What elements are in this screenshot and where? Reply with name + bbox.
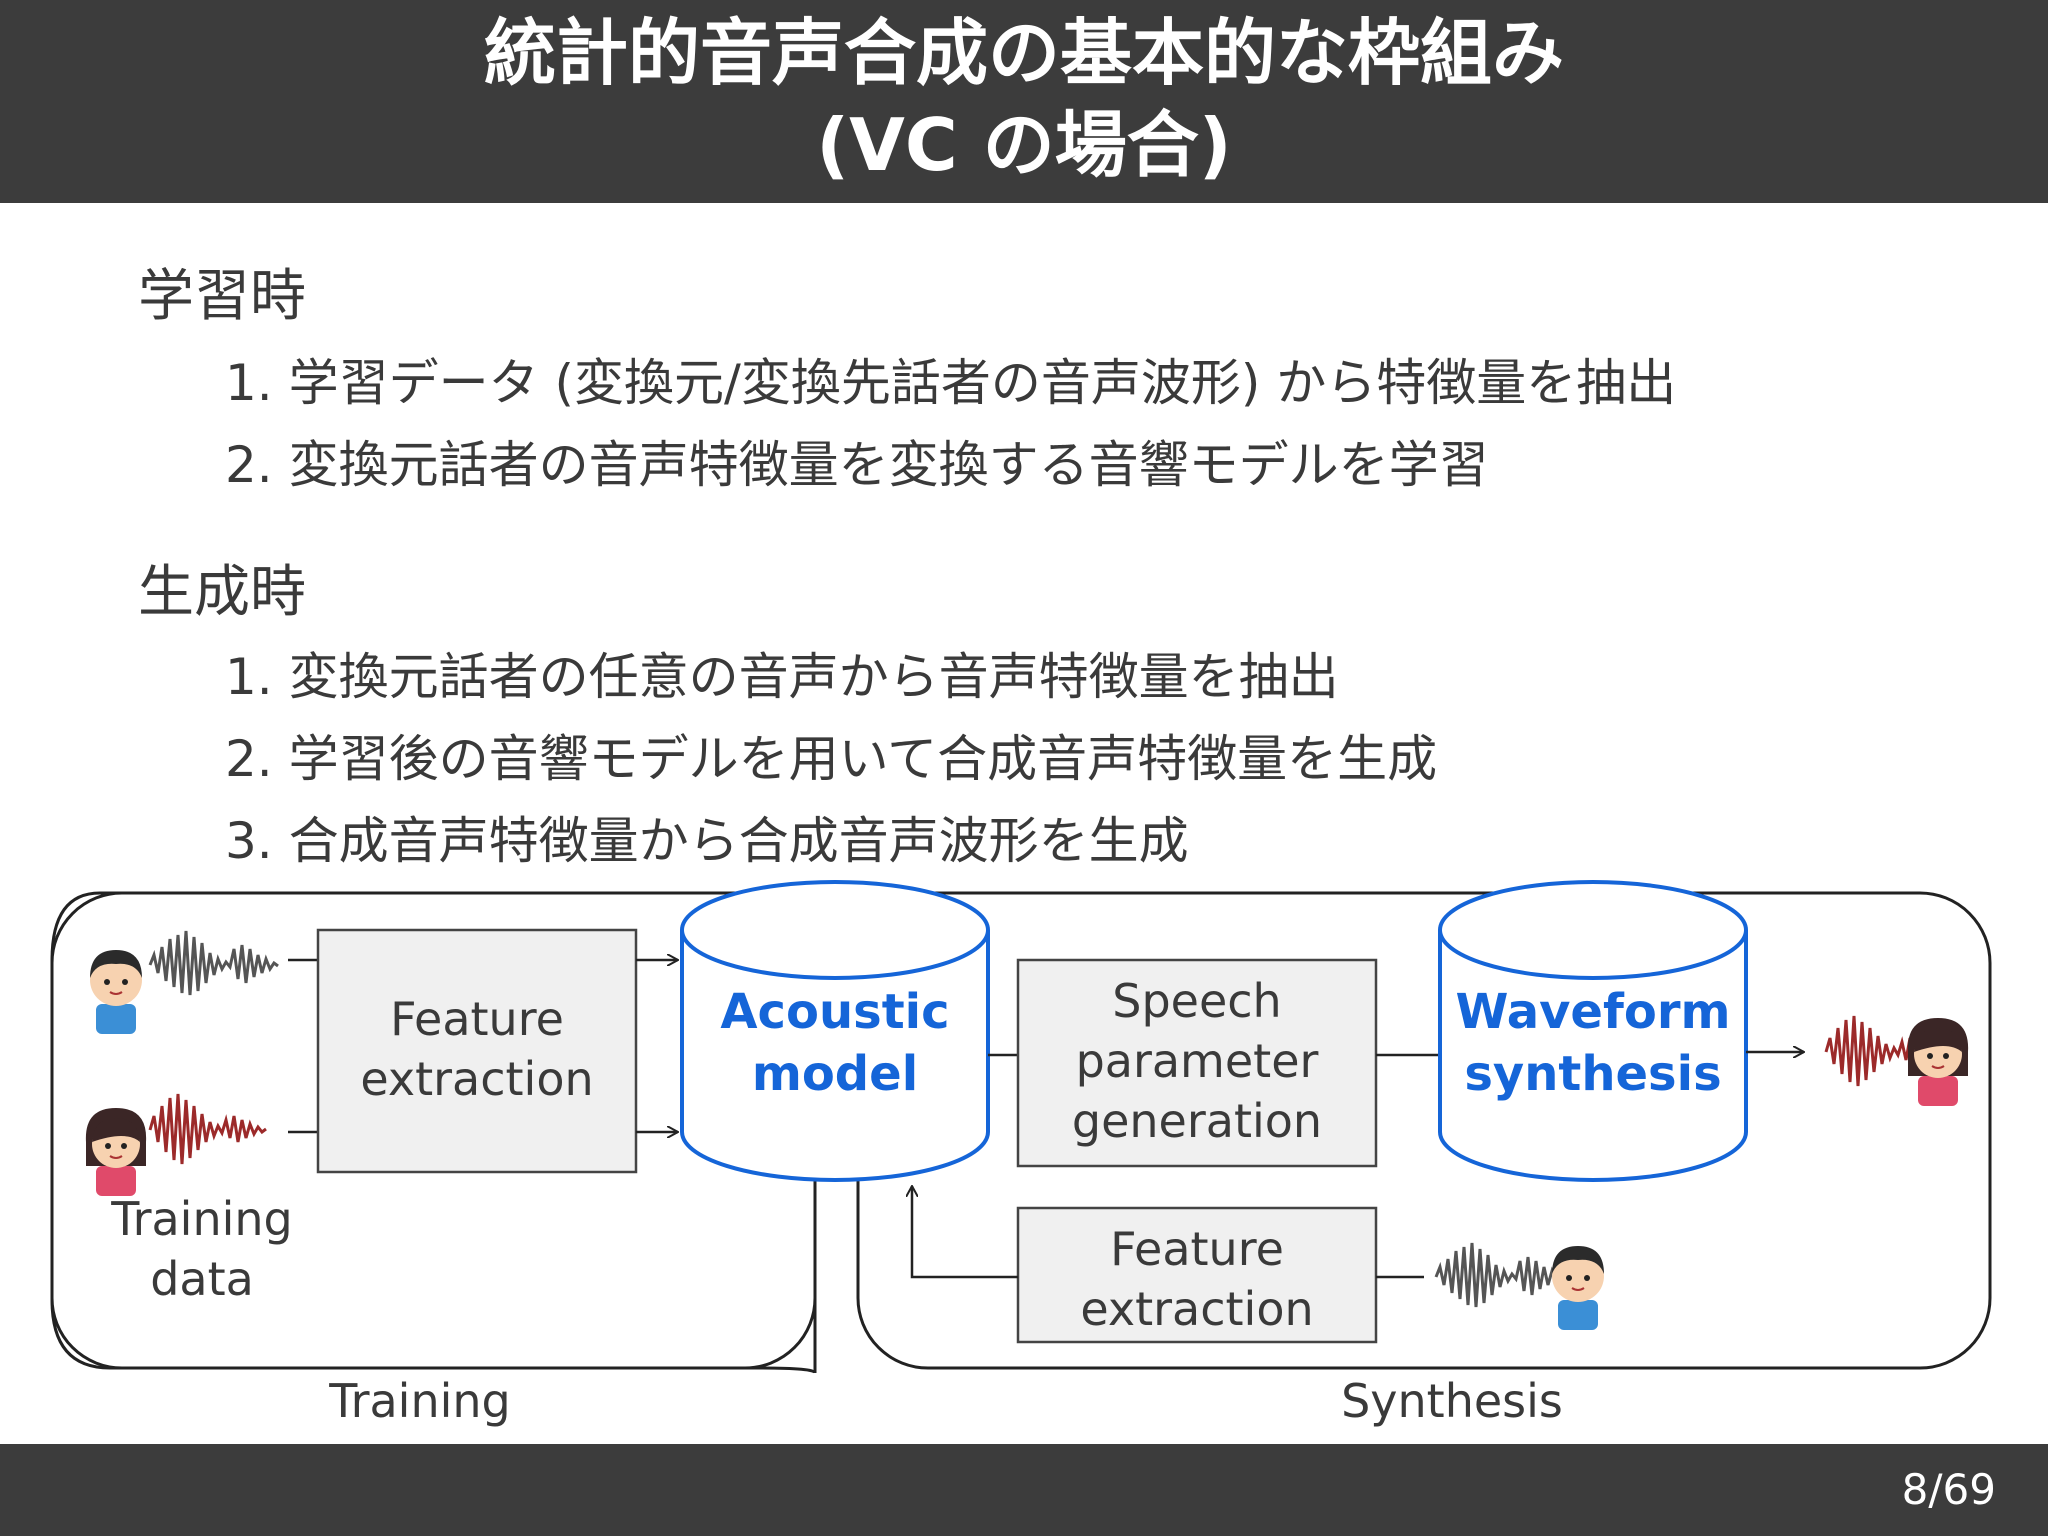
training-feature-extraction-box: Feature extraction xyxy=(316,928,638,1174)
synthesis-group-label: Synthesis xyxy=(1341,1374,1563,1428)
svg-text:model: model xyxy=(752,1046,918,1102)
svg-text:Feature: Feature xyxy=(390,992,564,1046)
speech-parameter-generation-box: Speech parameter generation xyxy=(1016,958,1378,1168)
current-page: 8 xyxy=(1901,1465,1929,1514)
acoustic-model-cylinder: Acoustic model xyxy=(680,880,990,1182)
waveform-synthesis-cylinder: Waveform synthesis xyxy=(1438,880,1748,1182)
svg-text:parameter: parameter xyxy=(1076,1034,1319,1088)
svg-text:Waveform: Waveform xyxy=(1455,984,1730,1040)
svg-text:extraction: extraction xyxy=(1080,1282,1313,1336)
vc-framework-diagram: Feature extraction Training data Acousti… xyxy=(50,880,1992,1428)
female-speaker-icon xyxy=(85,1108,147,1196)
slide-footer: 8/69 xyxy=(0,1444,2048,1536)
slide-header: 統計的音声合成の基本的な枠組み (VC の場合) xyxy=(0,0,2048,203)
male-speaker-icon xyxy=(90,950,142,1034)
synthesis-step-2: 2. 学習後の音響モデルを用いて合成音声特徴量を生成 xyxy=(225,730,1438,788)
training-group-label: Training xyxy=(328,1374,511,1428)
synthesis-step-3: 3. 合成音声特徴量から合成音声波形を生成 xyxy=(225,812,1189,870)
total-pages: /69 xyxy=(1928,1465,1996,1514)
slide-title-line-1: 統計的音声合成の基本的な枠組み xyxy=(483,11,1564,95)
synthesis-heading: 生成時 xyxy=(138,560,306,625)
training-data-label-line-1: Training xyxy=(110,1192,293,1246)
synthesis-step-1: 1. 変換元話者の任意の音声から音声特徴量を抽出 xyxy=(225,648,1339,706)
training-step-1: 1. 学習データ (変換元/変換先話者の音声波形) から特徴量を抽出 xyxy=(225,354,1677,412)
synthesis-feature-extraction-box: Feature extraction xyxy=(1016,1206,1378,1344)
page-number: 8/69 xyxy=(1902,1464,1996,1516)
training-heading: 学習時 xyxy=(138,264,306,329)
svg-text:Acoustic: Acoustic xyxy=(720,984,949,1040)
synthesis-steps: 1. 変換元話者の任意の音声から音声特徴量を抽出 2. 学習後の音響モデルを用い… xyxy=(225,636,1437,882)
female-listener-icon xyxy=(1907,1018,1969,1106)
svg-text:Speech: Speech xyxy=(1112,974,1281,1028)
training-steps: 1. 学習データ (変換元/変換先話者の音声波形) から特徴量を抽出 2. 変換… xyxy=(225,342,1676,506)
slide-title-line-2: (VC の場合) xyxy=(816,103,1232,187)
svg-text:generation: generation xyxy=(1072,1094,1322,1148)
svg-text:Feature: Feature xyxy=(1110,1222,1284,1276)
svg-text:synthesis: synthesis xyxy=(1464,1046,1721,1102)
training-step-2: 2. 変換元話者の音声特徴量を変換する音響モデルを学習 xyxy=(225,436,1489,494)
male-source-speaker-icon xyxy=(1552,1246,1604,1330)
training-data-label-line-2: data xyxy=(150,1252,254,1306)
svg-text:extraction: extraction xyxy=(360,1052,593,1106)
